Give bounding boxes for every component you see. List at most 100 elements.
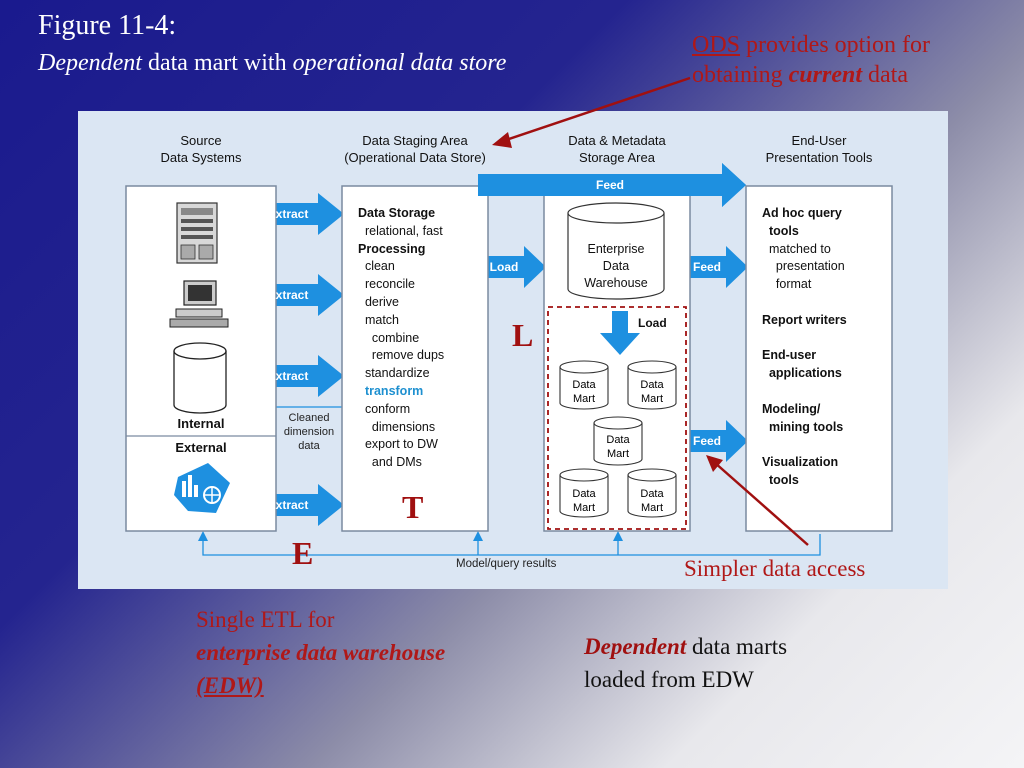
- feed-arrow-middle: [684, 246, 748, 288]
- staging-processing: Processing: [358, 241, 426, 256]
- enduser-mining: mining tools: [768, 419, 844, 434]
- data-mart-4-icon: [559, 468, 609, 518]
- staging-details: Data Storage relational, fast Processing…: [358, 205, 444, 472]
- enduser-format: format: [775, 277, 812, 292]
- ods-pointer-line: [499, 76, 691, 144]
- enduser-matched: matched to: [768, 241, 831, 256]
- dependent-marts-text2: loaded from EDW: [584, 667, 754, 692]
- server-icon: [176, 202, 218, 264]
- staging-standardize: standardize: [364, 366, 430, 381]
- desktop-computer-icon: [169, 280, 229, 328]
- enterprise-warehouse-icon: [567, 202, 665, 300]
- slide-title: Figure 11-4:: [38, 10, 177, 41]
- data-mart-4-label: Data Mart: [572, 488, 596, 514]
- enduser-tools-box: [745, 185, 893, 532]
- feed-label-middle: Feed: [692, 260, 721, 274]
- header-staging-area: Data Staging Area (Operational Data Stor…: [344, 133, 486, 165]
- feed-label-bottom: Feed: [692, 434, 721, 448]
- enduser-presentation: presentation: [775, 259, 845, 274]
- data-mart-3-icon: [593, 416, 643, 466]
- feed-arrow-top-overlay: [478, 163, 746, 207]
- subtitle-middle: data mart with: [141, 50, 293, 76]
- enduser-details: Ad hoc query tools matched to presentati…: [762, 205, 847, 490]
- internal-database-icon: [173, 342, 227, 414]
- model-query-arrowhead-storage: [613, 531, 623, 541]
- external-data-icon: [174, 463, 230, 513]
- feed-label-top: Feed: [595, 178, 624, 192]
- enduser-vis-tools: tools: [768, 472, 799, 487]
- edw-label: Enterprise Data Warehouse: [584, 242, 648, 290]
- staging-data-storage: Data Storage: [358, 206, 436, 220]
- header-enduser-tools: End-User Presentation Tools: [765, 133, 873, 165]
- feed-arrow-bottom: [684, 420, 748, 462]
- ods-note: ODS provides option for obtaining curren…: [692, 30, 930, 90]
- etl-letter-t: T: [402, 489, 424, 525]
- ods-note-text2: obtaining: [692, 62, 789, 88]
- single-etl-line3: (EDW): [196, 673, 264, 698]
- simpler-access-note: Simpler data access: [684, 556, 866, 581]
- extract-label-1: Extract: [267, 207, 309, 221]
- data-mart-5-icon: [627, 468, 677, 518]
- staging-remove-dups: remove dups: [371, 348, 445, 363]
- cleaned-dimension-label: Cleaned dimension data: [283, 412, 335, 452]
- subtitle-dependent: Dependent: [38, 50, 142, 76]
- dependent-marts-dependent: Dependent: [584, 634, 687, 659]
- enduser-enduser: End-user: [762, 348, 817, 363]
- ods-note-text1: provides option for: [740, 32, 930, 58]
- load-label: Load: [489, 260, 519, 274]
- single-etl-note: Single ETL for enterprise data warehouse…: [196, 603, 445, 702]
- enduser-adhoc-tools: tools: [768, 223, 799, 238]
- subtitle-ods: operational data store: [292, 50, 507, 76]
- extract-label-4: Extract: [267, 498, 309, 512]
- simpler-access-pointer-arrowhead: [706, 455, 723, 472]
- enduser-adhoc: Ad hoc query: [762, 206, 842, 220]
- data-mart-5-label: Data Mart: [640, 488, 664, 514]
- diagram-arrows-layer: [125, 163, 893, 556]
- architecture-diagram: Source Data Systems Data Staging Area (O…: [78, 111, 948, 589]
- staging-and-dms: and DMs: [371, 455, 422, 470]
- header-source-systems: Source Data Systems: [160, 133, 242, 165]
- dependent-marts-note: Dependent data marts loaded from EDW: [584, 630, 787, 696]
- ods-note-ods: ODS: [692, 32, 741, 58]
- staging-clean: clean: [364, 259, 395, 274]
- enduser-modeling: Modeling/: [762, 401, 821, 416]
- data-mart-1-label: Data Mart: [572, 379, 596, 405]
- model-query-arrowhead-staging: [473, 531, 483, 541]
- ods-note-text3: data: [862, 62, 908, 88]
- model-query-label: Model/query results: [456, 558, 557, 570]
- data-mart-2-icon: [627, 360, 677, 410]
- data-mart-1-icon: [559, 360, 609, 410]
- model-query-arrowhead-source: [198, 531, 208, 541]
- extract-label-2: Extract: [267, 288, 309, 302]
- enduser-visualization: Visualization: [762, 455, 839, 470]
- staging-derive: derive: [364, 294, 399, 309]
- staging-export: export to DW: [364, 437, 438, 452]
- staging-match: match: [364, 312, 399, 327]
- data-mart-2-label: Data Mart: [640, 379, 664, 405]
- model-query-feedback-line: [202, 534, 821, 556]
- single-etl-line2: enterprise data warehouse: [196, 640, 446, 665]
- staging-relational: relational, fast: [364, 223, 443, 238]
- staging-conform: conform: [364, 401, 411, 416]
- staging-dimensions: dimensions: [371, 419, 436, 434]
- dependent-marts-text1: data marts: [686, 634, 788, 659]
- extract-label-3: Extract: [267, 369, 309, 383]
- staging-area-box: [341, 185, 489, 532]
- external-label: External: [175, 440, 227, 455]
- internal-label: Internal: [177, 416, 225, 431]
- enduser-report-writers: Report writers: [762, 312, 847, 327]
- staging-combine: combine: [371, 330, 420, 345]
- ods-pointer-arrowhead: [492, 132, 512, 148]
- etl-letter-l: L: [512, 317, 534, 353]
- staging-transform: transform: [364, 383, 424, 398]
- ods-note-current: current: [788, 62, 863, 88]
- data-mart-3-label: Data Mart: [606, 434, 630, 460]
- header-storage-area: Data & Metadata Storage Area: [568, 133, 666, 165]
- single-etl-line1: Single ETL for: [196, 607, 335, 632]
- staging-reconcile: reconcile: [364, 277, 415, 292]
- load-down-arrow: [600, 311, 640, 355]
- etl-letter-e: E: [292, 535, 314, 571]
- simpler-access-pointer-line: [713, 461, 809, 546]
- slide-subtitle: Dependent data mart with operational dat…: [38, 50, 506, 77]
